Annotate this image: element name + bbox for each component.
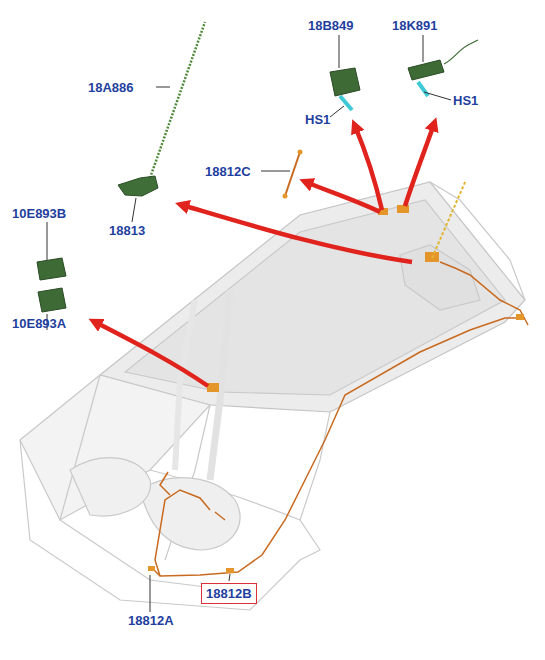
connector-hs1 [418, 82, 428, 96]
highlighted-callout: 18812B [201, 583, 257, 604]
antenna-module [330, 68, 360, 96]
short-cable [285, 152, 300, 196]
callout-number: 18812C [205, 164, 251, 179]
callout-number: 18812B [206, 586, 252, 601]
cable-connectors [148, 205, 524, 573]
body-outline [20, 182, 525, 610]
callout-number: 18B849 [308, 18, 354, 33]
location-arrows [95, 124, 434, 386]
antenna-cable [152, 262, 528, 576]
callout-number: 18812A [128, 613, 174, 628]
housing-part [38, 288, 66, 312]
callout-number: 18A886 [88, 80, 134, 95]
callout-number: 10E893A [12, 316, 66, 331]
callout-number: 18K891 [392, 18, 438, 33]
leader-lines [47, 35, 451, 612]
callout-number: 10E893B [12, 206, 66, 221]
bracket-part [37, 258, 66, 280]
module-lead [444, 40, 478, 64]
antenna-base [118, 176, 158, 196]
callout-number: 18813 [109, 223, 145, 238]
amplifier-module [408, 60, 444, 80]
callout-number: HS1 [453, 93, 478, 108]
roof-antenna [432, 180, 466, 258]
callout-number: HS1 [305, 112, 330, 127]
antenna-mast [150, 22, 205, 178]
